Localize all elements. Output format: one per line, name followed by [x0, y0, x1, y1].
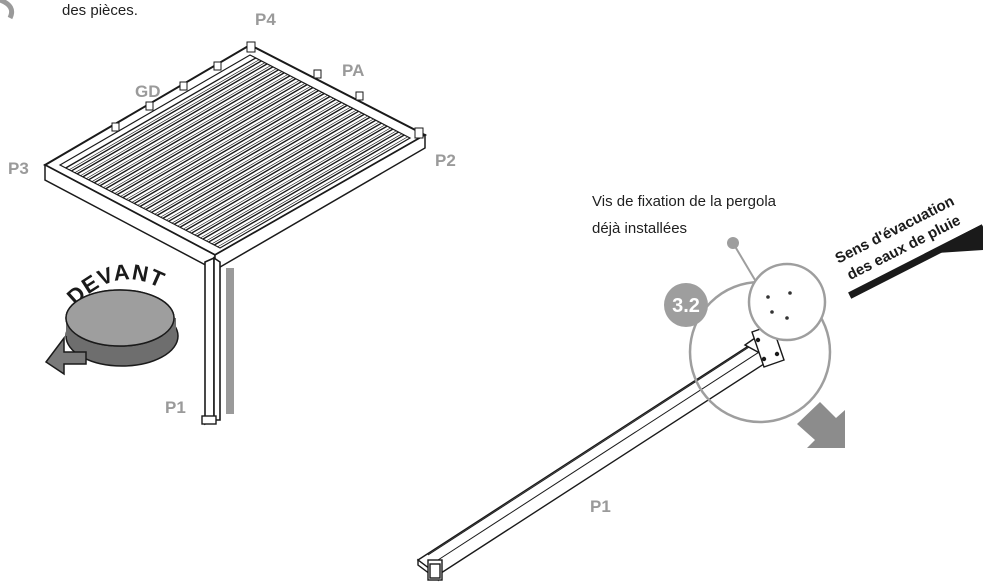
louver-slat	[82, 66, 274, 178]
callout-line-2: déjà installées	[592, 220, 687, 237]
louver-slat	[139, 95, 331, 208]
post-marker-bar	[226, 268, 234, 414]
louver-slat-edge	[137, 95, 328, 206]
louver-slat	[145, 98, 337, 211]
louver-slat	[76, 63, 268, 175]
louver-slat	[133, 92, 325, 205]
label-p3: P3	[8, 159, 29, 178]
louver-slat-edge	[119, 86, 311, 197]
louver-slat-edge	[211, 133, 402, 245]
louver-slat	[191, 122, 382, 234]
louver-slat-edge	[97, 74, 288, 186]
label-pa: PA	[342, 61, 364, 80]
svg-text:3.2: 3.2	[672, 295, 700, 317]
post-p1-detail	[416, 324, 785, 582]
louver-slat-edge	[74, 62, 265, 174]
label-gd: GD	[135, 82, 161, 101]
louver-slat	[128, 89, 319, 202]
louver-slat-edge	[114, 83, 305, 194]
louver-slat-edge	[188, 121, 379, 233]
louver-slat-edge	[142, 98, 334, 209]
louver-slat	[151, 101, 342, 214]
label-p1-left: P1	[165, 398, 186, 417]
rotation-disc-icon	[44, 289, 179, 376]
louver-slat	[202, 128, 394, 240]
label-p4: P4	[255, 10, 276, 29]
step-badge: 3.2	[664, 283, 708, 327]
louver-slat-edge	[108, 80, 299, 191]
louver-slat	[93, 72, 285, 184]
louver-slat-edge	[154, 104, 345, 215]
pergola-structure	[42, 41, 428, 426]
louver-slat	[71, 60, 262, 172]
louver-slat-edge	[177, 116, 368, 227]
louver-slat	[213, 134, 405, 246]
label-p2: P2	[435, 151, 456, 170]
louver-slat-edge	[125, 89, 317, 200]
louver-slat	[196, 125, 388, 237]
intro-text-fragment: des pièces.	[62, 2, 138, 19]
front-direction-arrow-icon	[44, 335, 87, 376]
louver-slat	[156, 104, 348, 216]
louver-slat	[111, 81, 302, 193]
louver-slat	[116, 84, 308, 196]
louver-slat	[185, 119, 377, 231]
louver-slat-edge	[131, 92, 322, 203]
louver-slat-edge	[194, 124, 385, 236]
louver-slat-edge	[79, 65, 271, 177]
louver-slat-edge	[205, 130, 397, 242]
louver-slat-edge	[199, 127, 391, 239]
zoom-detail-circle	[688, 237, 832, 424]
louver-slat	[162, 107, 354, 219]
step-bubble-edge	[0, 0, 15, 20]
louver-slat-edge	[165, 110, 357, 221]
louver-slat	[65, 57, 257, 169]
louver-slat-edge	[102, 77, 294, 189]
callout-line-1: Vis de fixation de la pergola	[592, 193, 777, 210]
louver-slat-edge	[159, 107, 351, 218]
louver-slat-edge	[182, 118, 374, 230]
roof-louvers	[65, 57, 408, 248]
louver-slat	[88, 69, 279, 181]
louver-slat-edge	[91, 71, 282, 183]
louver-slat	[99, 75, 291, 187]
louver-slat-edge	[85, 68, 277, 180]
louver-slat	[168, 110, 359, 222]
slope-arrow-icon	[797, 402, 845, 448]
louver-slat	[122, 87, 314, 199]
louver-slat-edge	[217, 136, 408, 248]
louver-slat	[105, 78, 297, 190]
label-p1-right: P1	[590, 497, 611, 516]
louver-slat	[208, 131, 399, 243]
louver-slat-edge	[171, 113, 362, 224]
louver-slat-edge	[148, 101, 339, 212]
rain-direction-indicator: Sens d'évacuation des eaux de pluie	[833, 193, 983, 299]
louver-slat-edge	[68, 59, 259, 171]
louver-slat	[179, 116, 371, 228]
louver-slat	[173, 113, 365, 225]
